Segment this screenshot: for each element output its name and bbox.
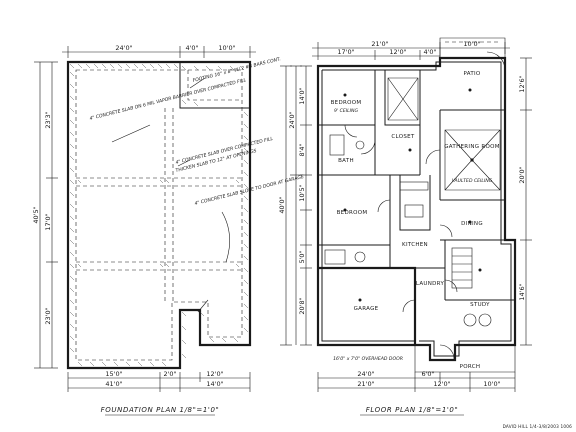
floor-cabinets bbox=[324, 134, 492, 327]
foundation-dim-bot-d: 41'0" bbox=[105, 380, 122, 388]
floor-dim-top-d: 4'0" bbox=[423, 48, 436, 56]
room-label-garage: GARAGE bbox=[354, 306, 379, 312]
floor-dim-top-b: 17'0" bbox=[337, 48, 354, 56]
floor-dim-top-a: 21'0" bbox=[371, 40, 388, 48]
floor-dim-bot-e: 10'0" bbox=[483, 380, 500, 388]
room-label-dining: DINING bbox=[461, 221, 483, 227]
floor-dim-right-c: 14'6" bbox=[518, 283, 526, 300]
foundation-dim-left-a: 23'3" bbox=[44, 111, 52, 128]
floor-dim-bot-d: 12'0" bbox=[433, 380, 450, 388]
floor-fixtures bbox=[343, 88, 482, 302]
floor-dim-top-c: 12'0" bbox=[389, 48, 406, 56]
foundation-plan: 4" CONCRETE SLAB ON 6 MIL VAPOR BARRIER … bbox=[32, 44, 305, 416]
foundation-dim-top-b: 4'0" bbox=[185, 44, 198, 52]
room-label-bath: BATH bbox=[338, 158, 354, 164]
foundation-dim-bot-e: 14'0" bbox=[206, 380, 223, 388]
foundation-dim-top-a: 24'0" bbox=[115, 44, 132, 52]
floor-plan: PATIO BEDROOM BATH CLOSET GATHERING ROOM… bbox=[278, 37, 532, 416]
foundation-top-dims: 24'0" 4'0" 10'0" bbox=[62, 44, 256, 58]
foundation-dim-left-d: 23'0" bbox=[44, 307, 52, 324]
floor-dim-top-e: 10'0" bbox=[463, 40, 480, 48]
room-label-kitchen: KITCHEN bbox=[402, 242, 428, 248]
floor-dim-left-f: 40'0" bbox=[278, 196, 286, 213]
floor-title: FLOOR PLAN 1/8"=1'0" bbox=[366, 406, 459, 414]
floor-dim-right-b: 20'0" bbox=[518, 166, 526, 183]
floor-dim-right-a: 12'6" bbox=[518, 75, 526, 92]
floor-dim-bot-a: 24'0" bbox=[357, 370, 374, 378]
foundation-notch bbox=[179, 62, 250, 109]
room-label-closet: CLOSET bbox=[391, 134, 415, 140]
floor-top-dims: 21'0" 17'0" 12'0" 4'0" 10'0" bbox=[312, 40, 510, 60]
floor-bottom-dims: 24'0" 21'0" 6'0" 12'0" 10'0" bbox=[317, 370, 516, 392]
foundation-dim-top-c: 10'0" bbox=[218, 44, 235, 52]
foundation-footing-line bbox=[75, 69, 243, 361]
floor-note-garage-door: 16'0" x 7'0" OVERHEAD DOOR bbox=[333, 356, 403, 362]
foundation-dim-left-c: 17'0" bbox=[44, 213, 52, 230]
floor-dim-left-g: 20'8" bbox=[298, 297, 306, 314]
floor-door-swings bbox=[344, 51, 506, 360]
room-label-laundry: LAUNDRY bbox=[416, 281, 445, 287]
sheet-stamp: DAVID HILL 1/4-3/8/2003 1006 bbox=[503, 424, 573, 429]
foundation-hatch bbox=[69, 63, 249, 367]
room-label-bedroom-2: BEDROOM bbox=[337, 210, 368, 216]
foundation-dim-bot-b: 2'0" bbox=[163, 370, 176, 378]
foundation-left-dims: 23'3" 40'5" 17'0" 23'0" bbox=[32, 61, 58, 369]
floor-dim-left-a: 14'0" bbox=[298, 87, 306, 104]
room-label-patio: PATIO bbox=[463, 71, 480, 77]
foundation-dim-bot-c: 12'0" bbox=[206, 370, 223, 378]
floor-note-ceiling: 9' CEILING bbox=[334, 108, 358, 114]
floor-dim-left-b: 8'4" bbox=[298, 143, 306, 156]
floor-dim-bot-b: 21'0" bbox=[357, 380, 374, 388]
floor-dim-left-c: 10'5" bbox=[298, 184, 306, 201]
floor-right-dims: 12'6" 20'0" 14'6" bbox=[518, 57, 532, 346]
foundation-dim-bot-a: 15'0" bbox=[105, 370, 122, 378]
floor-dim-left-e: 24'0" bbox=[288, 111, 296, 128]
foundation-note-1: 4" CONCRETE SLAB ON 6 MIL VAPOR BARRIER … bbox=[89, 77, 247, 122]
room-label-bedroom-1: BEDROOM bbox=[331, 100, 362, 106]
floor-note-vault: VAULTED CEILING bbox=[452, 178, 493, 184]
floor-interior-walls bbox=[318, 70, 515, 301]
room-label-porch: PORCH bbox=[460, 364, 481, 370]
floor-dim-bot-c: 6'0" bbox=[421, 370, 434, 378]
foundation-bottom-dims: 15'0" 2'0" 12'0" 41'0" 14'0" bbox=[67, 370, 251, 392]
floor-porch-outline bbox=[414, 345, 516, 373]
floor-dim-left-d: 5'0" bbox=[298, 250, 306, 263]
foundation-dim-left-b: 40'5" bbox=[32, 206, 40, 223]
room-label-study: STUDY bbox=[470, 302, 490, 308]
floor-left-dims: 14'0" 8'4" 10'5" 5'0" 24'0" 40'0" 20'8" bbox=[278, 65, 312, 346]
floor-exterior-walls bbox=[316, 56, 517, 362]
room-label-gathering: GATHERING ROOM bbox=[444, 144, 500, 150]
foundation-title: FOUNDATION PLAN 1/8"=1'0" bbox=[101, 406, 220, 414]
